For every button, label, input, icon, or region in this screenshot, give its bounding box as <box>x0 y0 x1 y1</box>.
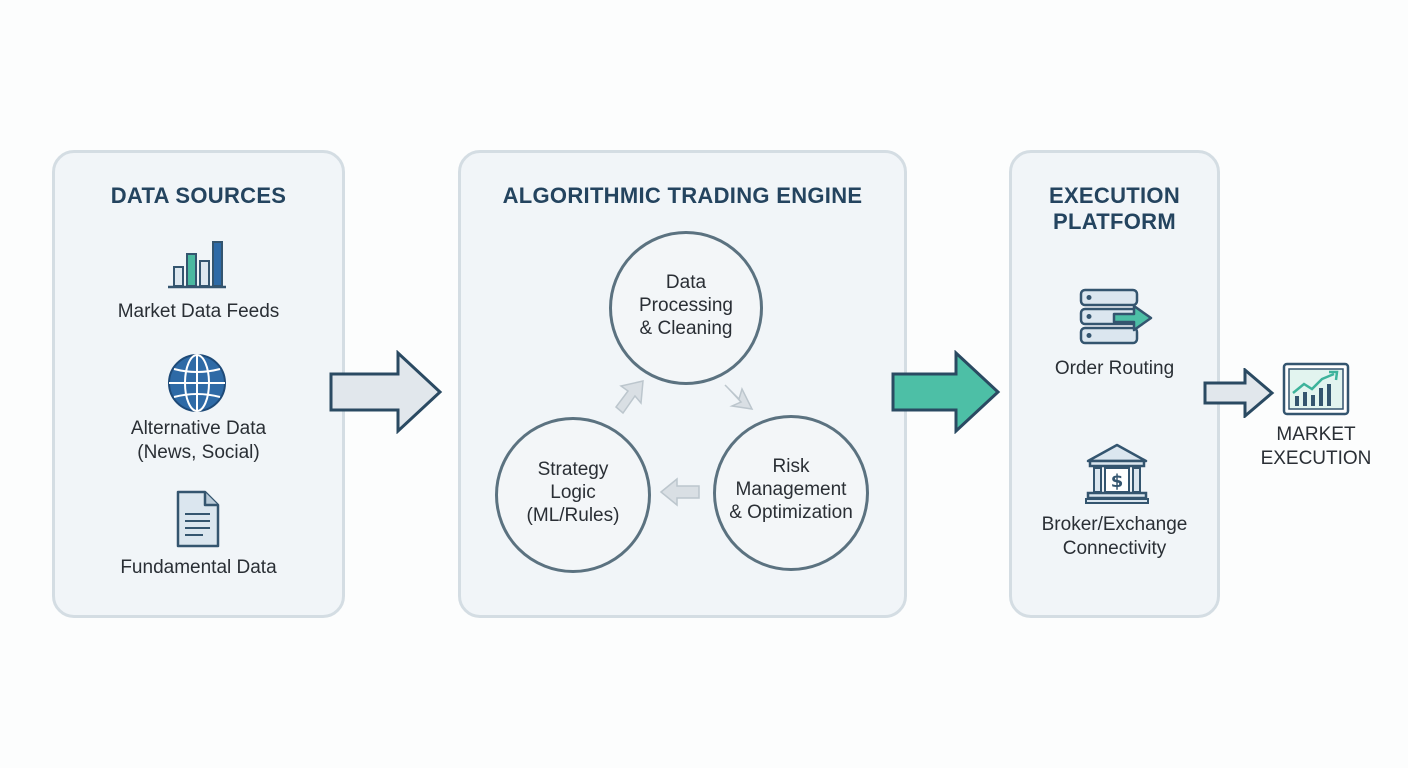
cycle-arrow-left-icon <box>657 475 703 509</box>
data-processing-node <box>609 231 763 385</box>
bank-dollar-icon: $ <box>1084 441 1150 505</box>
trading-engine-panel: ALGORITHMIC TRADING ENGINE Data Processi… <box>458 150 907 618</box>
data-sources-title: DATA SOURCES <box>110 183 287 208</box>
trading-engine-title: ALGORITHMIC TRADING ENGINE <box>502 183 863 208</box>
market-data-feeds-label: Market Data Feeds <box>117 301 280 322</box>
alternative-data-label: Alternative Data (News, Social) <box>130 418 267 463</box>
data-sources-panel: DATA SOURCES Market Data Feeds Alternati… <box>52 150 345 618</box>
fundamental-data-label: Fundamental Data <box>120 557 277 578</box>
broker-exchange-label: Broker/Exchange Connectivity <box>1041 514 1188 559</box>
strategy-logic-label: Strategy Logic (ML/Rules) <box>526 459 620 526</box>
cycle-arrow-up-right-icon <box>611 377 651 419</box>
bar-chart-icon <box>165 239 229 291</box>
risk-management-label: Risk Management & Optimization <box>729 456 853 523</box>
order-routing-label: Order Routing <box>1054 358 1175 379</box>
flow-arrow-icon <box>328 349 444 435</box>
flow-arrow-teal-icon <box>890 349 1002 435</box>
risk-management-node <box>713 415 869 571</box>
server-routing-icon <box>1078 287 1154 347</box>
svg-text:$: $ <box>1111 471 1124 492</box>
market-execution-label: MARKET EXECUTION <box>1260 424 1372 469</box>
cycle-arrow-down-right-icon <box>719 375 759 415</box>
execution-platform-panel: EXECUTION PLATFORM Order Routing $ Broke… <box>1009 150 1220 618</box>
execution-platform-title: EXECUTION PLATFORM <box>1048 183 1181 234</box>
document-icon <box>175 489 221 549</box>
strategy-logic-node <box>495 417 651 573</box>
flow-arrow-small-icon <box>1203 366 1275 420</box>
data-processing-label: Data Processing & Cleaning <box>639 272 733 339</box>
trading-monitor-icon <box>1282 362 1350 416</box>
globe-icon <box>167 353 227 413</box>
